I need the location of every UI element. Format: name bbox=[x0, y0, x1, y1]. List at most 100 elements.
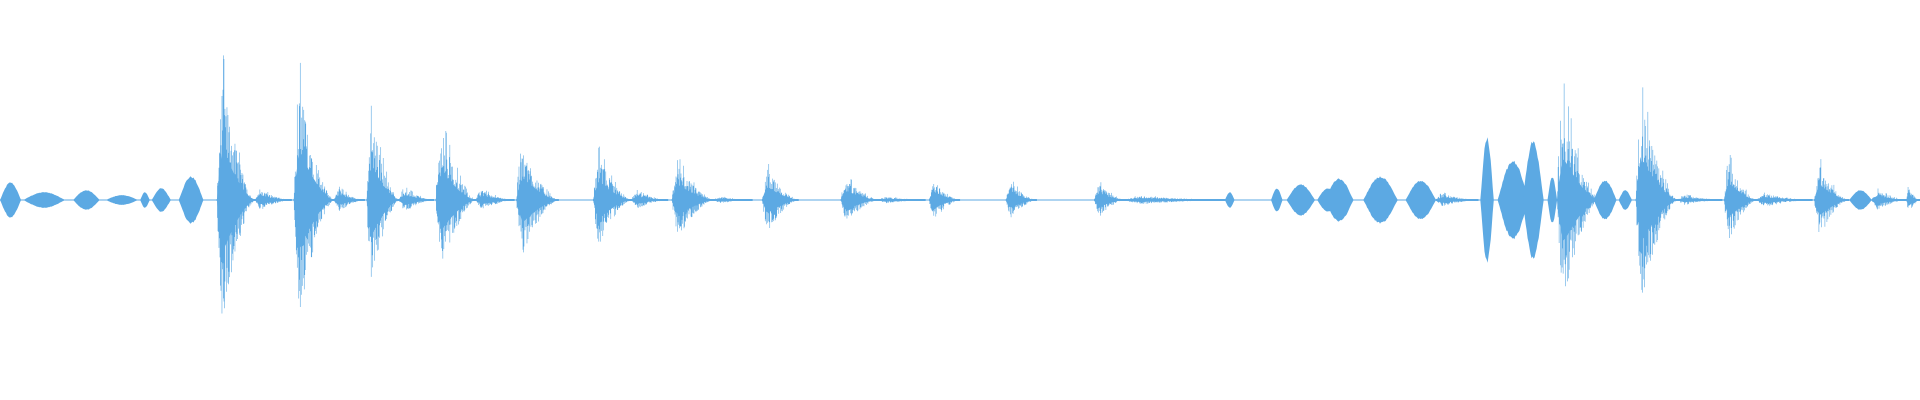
waveform-core bbox=[255, 195, 292, 205]
waveform-segment bbox=[592, 146, 632, 242]
waveform-segment bbox=[1814, 159, 1850, 232]
waveform-envelope bbox=[1324, 178, 1354, 222]
waveform-envelope bbox=[1497, 160, 1529, 240]
waveform-segment bbox=[1522, 141, 1544, 259]
waveform-core bbox=[1094, 193, 1126, 207]
waveform-segment bbox=[1005, 181, 1037, 218]
waveform-segment bbox=[1286, 184, 1316, 216]
waveform-envelope bbox=[1286, 184, 1316, 216]
waveform-core bbox=[334, 195, 365, 205]
waveform-segment bbox=[293, 62, 335, 307]
waveform-core bbox=[1125, 198, 1229, 202]
waveform-envelope bbox=[1363, 176, 1398, 224]
waveform-segment bbox=[151, 188, 171, 212]
waveform-segment bbox=[516, 153, 559, 253]
waveform-segment bbox=[928, 184, 961, 217]
waveform-segment bbox=[435, 131, 477, 259]
waveform-core bbox=[714, 198, 753, 202]
waveform-core bbox=[631, 196, 669, 204]
waveform-core bbox=[476, 195, 515, 205]
waveform-core bbox=[1814, 185, 1849, 215]
waveform-envelope bbox=[1480, 137, 1494, 263]
waveform-envelope bbox=[23, 192, 66, 208]
waveform-segment bbox=[1618, 190, 1632, 210]
waveform-core bbox=[1724, 184, 1757, 216]
waveform-segment bbox=[1405, 181, 1437, 219]
waveform-core bbox=[435, 170, 477, 230]
waveform-envelope bbox=[73, 190, 100, 210]
waveform-segment bbox=[366, 105, 400, 277]
waveform-segment bbox=[1324, 178, 1354, 222]
waveform-segment bbox=[333, 186, 365, 211]
waveform-core bbox=[762, 187, 799, 213]
waveform-envelope bbox=[151, 188, 171, 212]
waveform-envelope bbox=[1225, 192, 1235, 208]
waveform-segment bbox=[1363, 176, 1398, 224]
waveform-envelope bbox=[178, 176, 204, 224]
waveform-core bbox=[366, 167, 400, 233]
waveform-segment bbox=[1225, 192, 1235, 208]
waveform-envelope bbox=[1522, 141, 1544, 259]
waveform-segment bbox=[1593, 180, 1617, 220]
waveform-core bbox=[399, 195, 434, 205]
waveform-segment bbox=[1756, 192, 1813, 206]
waveform-segment bbox=[1723, 155, 1757, 238]
waveform-core bbox=[1678, 198, 1723, 202]
waveform-segment bbox=[1124, 196, 1229, 204]
waveform-segment bbox=[399, 187, 435, 210]
waveform-core bbox=[1872, 196, 1907, 204]
waveform-segment bbox=[1849, 190, 1872, 210]
waveform-segment bbox=[1547, 177, 1558, 223]
waveform-core bbox=[672, 185, 715, 215]
waveform-segment bbox=[840, 179, 880, 219]
waveform-core bbox=[1756, 197, 1813, 203]
waveform-core bbox=[1635, 160, 1679, 240]
waveform-core bbox=[1006, 192, 1037, 208]
waveform-core bbox=[841, 191, 880, 209]
waveform-core bbox=[293, 151, 335, 249]
waveform-segment bbox=[73, 190, 100, 210]
waveform-envelope bbox=[0, 182, 22, 218]
waveform-core bbox=[1906, 195, 1920, 205]
waveform-envelope bbox=[1593, 180, 1617, 220]
waveform-segment bbox=[23, 192, 66, 208]
waveform-segment bbox=[178, 176, 204, 224]
waveform-segment bbox=[671, 159, 715, 232]
waveform-envelope bbox=[1618, 190, 1632, 210]
waveform-segment bbox=[1497, 160, 1529, 240]
waveform-core bbox=[217, 148, 256, 252]
waveform-envelope bbox=[1547, 177, 1558, 223]
waveform-segment bbox=[1677, 194, 1723, 205]
waveform-core bbox=[593, 181, 632, 219]
waveform-segment bbox=[879, 197, 926, 204]
waveform-segment bbox=[1871, 188, 1907, 210]
waveform-segment bbox=[216, 55, 256, 314]
waveform-envelope bbox=[1405, 181, 1437, 219]
waveform-core bbox=[516, 178, 559, 222]
waveform-segment bbox=[255, 189, 292, 209]
waveform-envelope bbox=[140, 192, 150, 208]
waveform-segment bbox=[1094, 182, 1126, 216]
waveform-segment bbox=[1480, 137, 1494, 263]
waveform-core bbox=[1436, 197, 1479, 203]
waveform-segment bbox=[1271, 188, 1283, 212]
waveform-segment bbox=[713, 196, 753, 203]
waveform-segment bbox=[105, 195, 139, 205]
waveform-core bbox=[1557, 159, 1600, 241]
waveform-segment bbox=[0, 182, 22, 218]
waveform-envelope bbox=[1849, 190, 1872, 210]
waveform-segment bbox=[1556, 83, 1600, 287]
waveform-envelope bbox=[1271, 188, 1283, 212]
waveform-core bbox=[929, 192, 960, 208]
waveform-core bbox=[879, 198, 926, 202]
waveform-segment bbox=[631, 190, 669, 208]
waveform-segment bbox=[140, 192, 150, 208]
waveform-segment bbox=[1435, 192, 1479, 206]
waveform-segment bbox=[761, 164, 799, 228]
waveform-segment bbox=[1635, 87, 1679, 293]
waveform-envelope bbox=[105, 195, 139, 205]
waveform-segment bbox=[1906, 187, 1920, 208]
waveform-segment bbox=[475, 190, 515, 209]
